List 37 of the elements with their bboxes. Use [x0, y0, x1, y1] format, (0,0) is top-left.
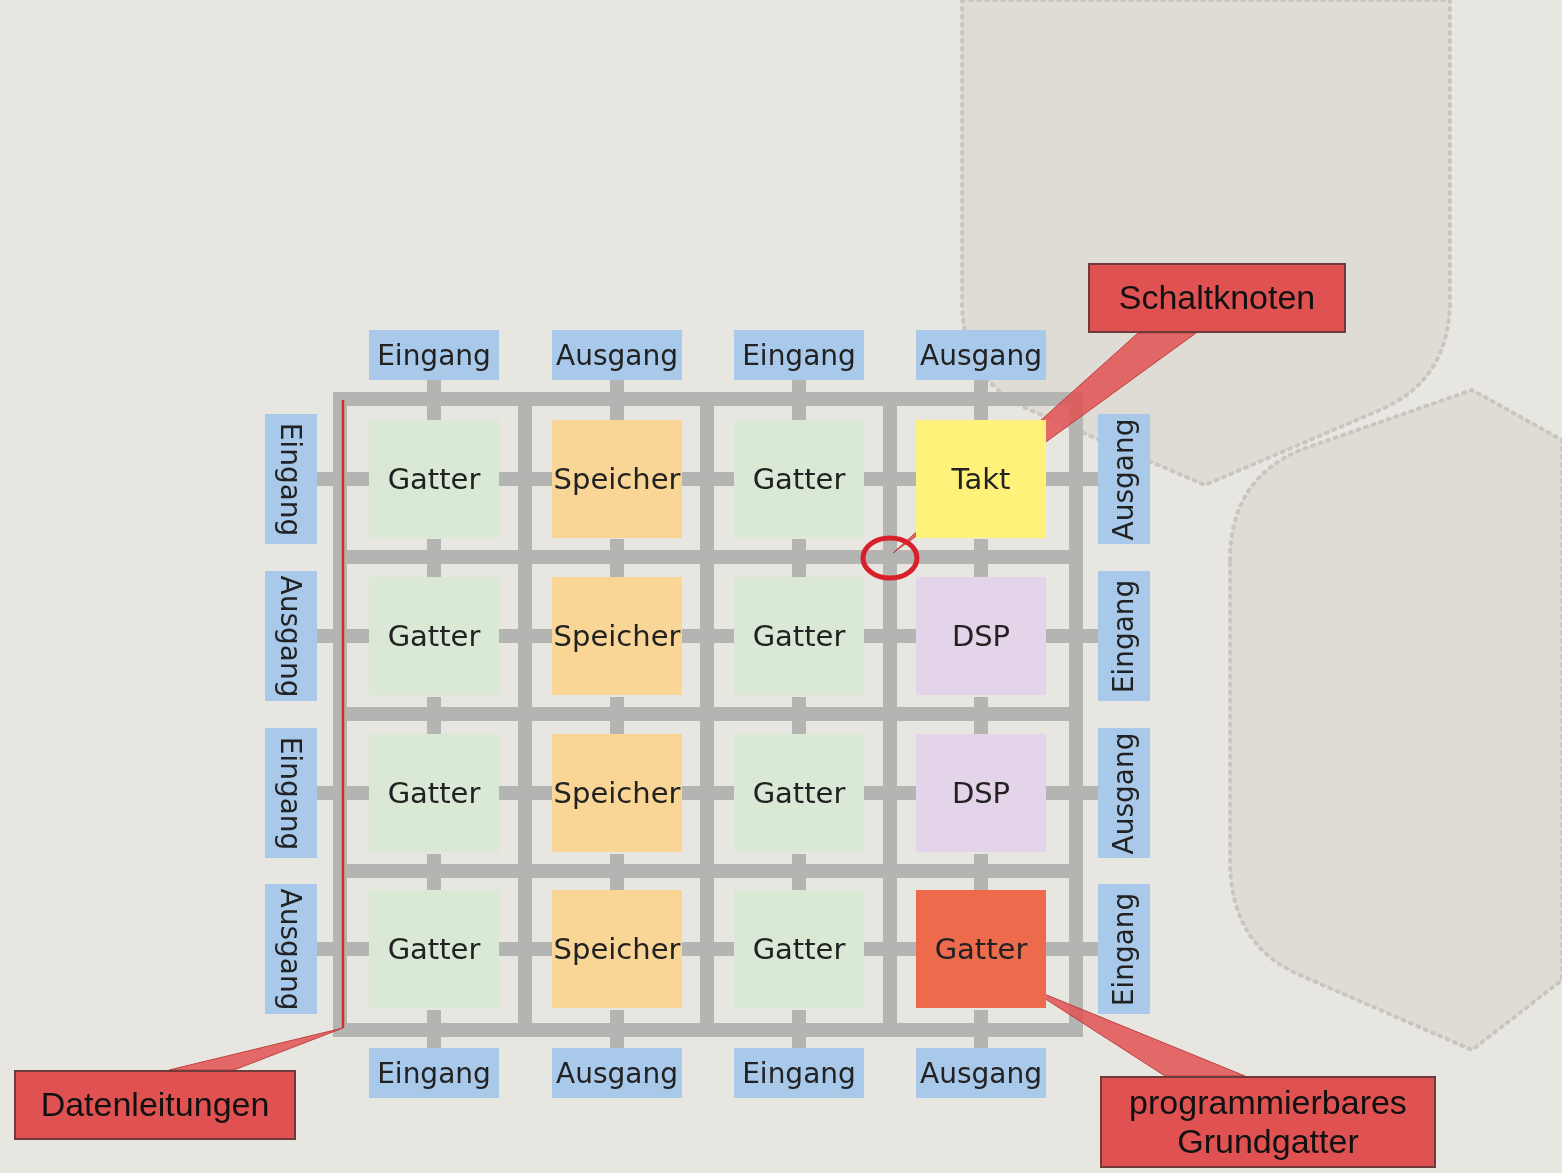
- port-label: Eingang: [265, 728, 317, 858]
- callout-pointer: [168, 1027, 344, 1071]
- port-label: Eingang: [369, 330, 499, 380]
- logic-block: Gatter: [369, 420, 499, 538]
- logic-block: Takt: [916, 420, 1046, 538]
- logic-block: Gatter: [369, 734, 499, 852]
- data-line: [341, 400, 345, 1028]
- logic-block: Speicher: [552, 577, 682, 695]
- logic-block: Gatter: [734, 734, 864, 852]
- port-label: Eingang: [369, 1048, 499, 1098]
- port-label: Eingang: [265, 414, 317, 544]
- logic-block: DSP: [916, 734, 1046, 852]
- port-label: Ausgang: [916, 1048, 1046, 1098]
- port-label: Eingang: [1098, 884, 1150, 1014]
- logic-block: Gatter: [369, 577, 499, 695]
- port-label: Eingang: [1098, 571, 1150, 701]
- port-label: Ausgang: [1098, 414, 1150, 544]
- port-label: Eingang: [734, 1048, 864, 1098]
- logic-block: Gatter: [916, 890, 1046, 1008]
- logic-block: Speicher: [552, 420, 682, 538]
- logic-block: Gatter: [734, 420, 864, 538]
- port-label: Ausgang: [552, 1048, 682, 1098]
- logic-block: Gatter: [734, 890, 864, 1008]
- callout-box: programmierbares Grundgatter: [1100, 1076, 1436, 1168]
- port-label: Ausgang: [552, 330, 682, 380]
- logic-block: DSP: [916, 577, 1046, 695]
- port-label: Eingang: [734, 330, 864, 380]
- logic-block: Speicher: [552, 890, 682, 1008]
- callout-box: Schaltknoten: [1088, 263, 1346, 333]
- switch-node-circle: [860, 535, 920, 581]
- port-label: Ausgang: [265, 571, 317, 701]
- logic-block: Speicher: [552, 734, 682, 852]
- logic-block: Gatter: [734, 577, 864, 695]
- port-label: Ausgang: [265, 884, 317, 1014]
- logic-block: Gatter: [369, 890, 499, 1008]
- port-label: Ausgang: [1098, 728, 1150, 858]
- port-label: Ausgang: [916, 330, 1046, 380]
